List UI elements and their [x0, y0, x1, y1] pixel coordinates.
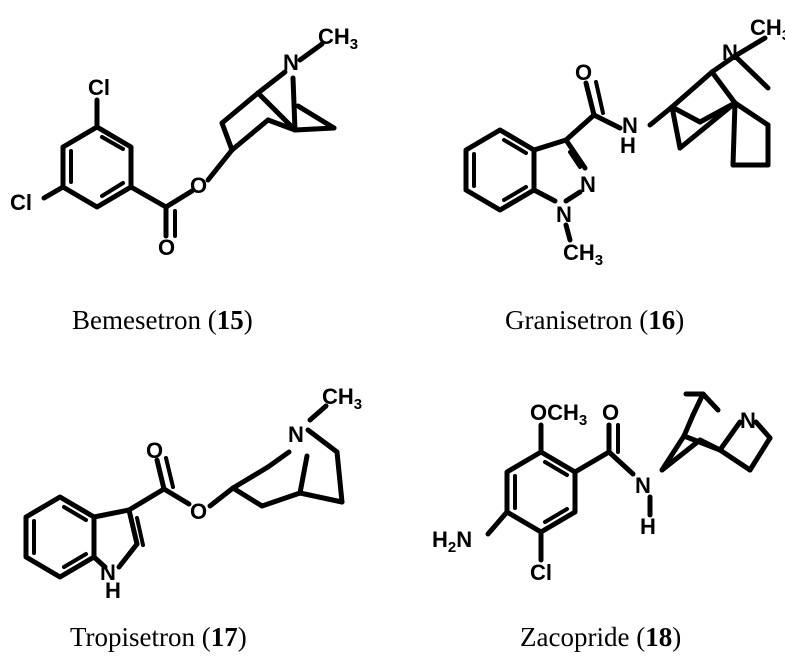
- caption-tropisetron: Tropisetron (17): [70, 622, 247, 652]
- compound-number: 15: [216, 305, 244, 335]
- compound-number: 18: [645, 622, 673, 652]
- atom-label: Cl: [530, 560, 552, 585]
- atom-label: O: [190, 499, 207, 524]
- atom-label: H2N: [432, 527, 472, 556]
- atom-label: CH3: [322, 384, 362, 413]
- atom-label: N: [740, 408, 756, 433]
- atom-label: N: [722, 40, 738, 65]
- caption-zacopride: Zacopride (18): [520, 622, 682, 652]
- bemesetron-structure: Cl Cl O O N CH3: [10, 24, 358, 260]
- atom-label: N: [580, 172, 596, 197]
- atom-label: N: [288, 422, 304, 447]
- tropisetron-structure: O O N CH3 N H: [23, 384, 362, 603]
- caption-granisetron: Granisetron (16): [505, 305, 685, 335]
- atom-label: Cl: [88, 75, 110, 100]
- atom-label: H: [640, 514, 656, 539]
- atom-label: O: [190, 173, 207, 198]
- atom-label: CH3: [318, 24, 358, 53]
- atom-label: N: [556, 202, 572, 227]
- atom-label: H: [620, 133, 636, 158]
- atom-label: N: [635, 473, 651, 498]
- atom-label: O: [158, 235, 175, 260]
- atom-label: N: [100, 560, 116, 585]
- atom-label: Cl: [10, 190, 32, 215]
- granisetron-structure: O H N N N N CH3 CH3: [463, 15, 785, 269]
- atom-label: O: [602, 400, 619, 425]
- atom-label: OCH3: [530, 400, 587, 429]
- atom-label: N: [283, 50, 299, 75]
- atom-label: CH3: [563, 240, 603, 269]
- atom-label: N: [622, 113, 638, 138]
- compound-name: Tropisetron: [70, 622, 196, 652]
- atom-label: O: [146, 438, 163, 463]
- caption-bemesetron: Bemesetron (15): [72, 305, 253, 335]
- compound-name: Zacopride: [520, 622, 630, 652]
- compound-number: 16: [648, 305, 676, 335]
- compound-name: Granisetron: [505, 305, 633, 335]
- compound-name: Bemesetron: [72, 305, 201, 335]
- atom-label: CH3: [750, 15, 785, 44]
- atom-label: H: [105, 578, 121, 603]
- atom-label: O: [575, 60, 592, 85]
- compound-number: 17: [210, 622, 238, 652]
- zacopride-structure: OCH3 O N N H H2N Cl: [432, 391, 773, 585]
